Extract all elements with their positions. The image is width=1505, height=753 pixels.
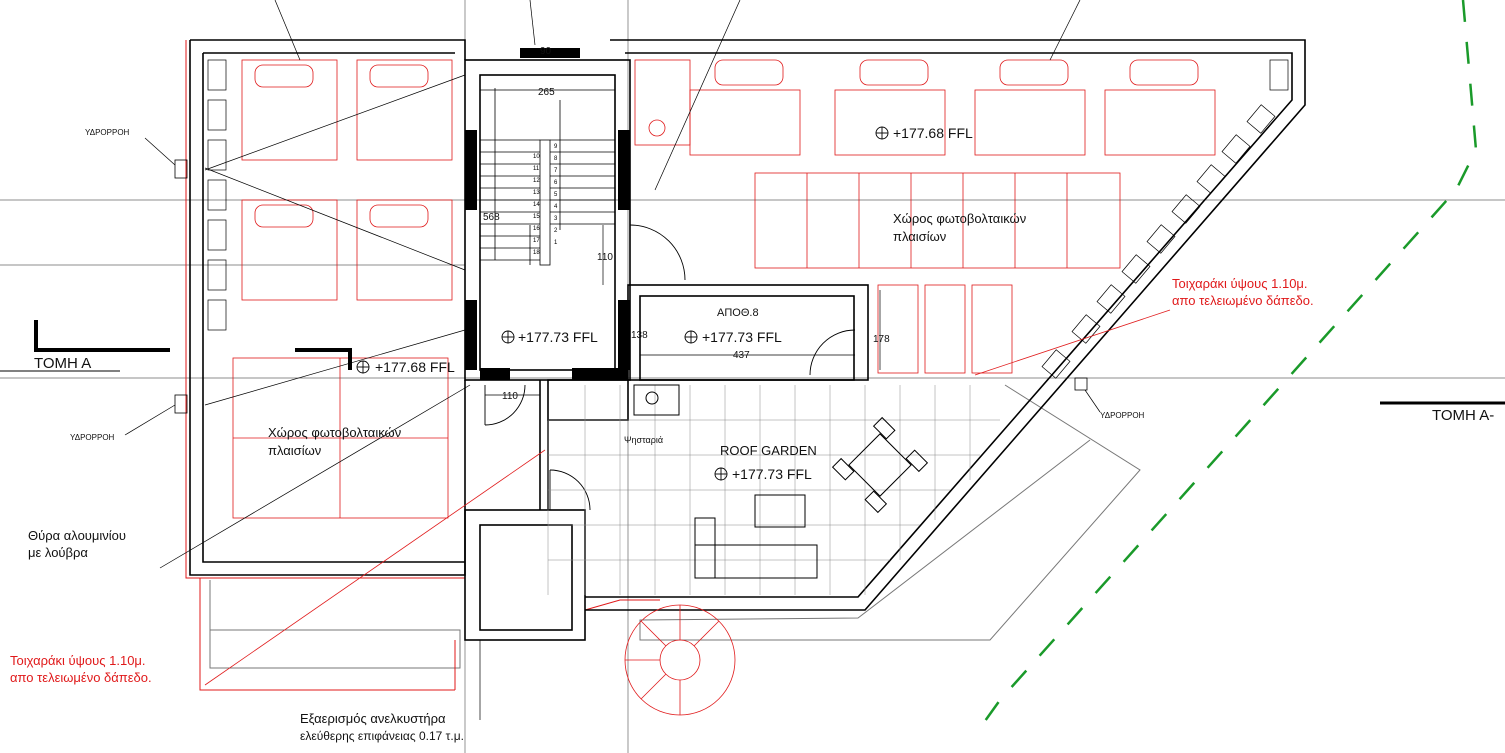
step-13: 3: [554, 216, 558, 222]
step-12: 15: [533, 214, 540, 220]
level-storage: +177.73 FFL: [702, 329, 782, 345]
staircase: [480, 88, 615, 266]
stair-step-numbers: 9 10 8 11 7 12 6 13 5 14 4 15 3 16 2 17 …: [533, 144, 558, 256]
section-label-left: ΤΟΜΗ Α: [34, 355, 91, 372]
parapet-walls: [185, 40, 660, 691]
step-7: 6: [554, 180, 558, 186]
section-markers: [0, 320, 1505, 405]
drain-label-mid: ΥΔΡΟΡΡΟΗ: [70, 433, 115, 442]
section-label-right: ΤΟΜΗ Α-: [1432, 407, 1494, 424]
parapet-note-left-2: απο τελειωμένο δάπεδο.: [10, 670, 152, 685]
room-labels: ΑΠΟΘ.8 ROOF GARDEN Χώρος φωτοβολταικών π…: [268, 211, 1026, 458]
solar-water-heaters: [241, 59, 1216, 301]
step-17: 1: [554, 240, 558, 246]
door-swings: [484, 224, 856, 511]
step-4: 11: [533, 166, 540, 172]
annotation-labels: ΥΔΡΟΡΡΟΗ ΥΔΡΟΡΡΟΗ ΥΔΡΟΡΡΟΗ Θύρα αλουμινί…: [10, 128, 1314, 743]
dim-90: 90: [540, 46, 552, 57]
dim-437: 437: [733, 350, 750, 361]
door-note-2: με λούβρα: [28, 545, 88, 560]
level-stair: +177.73 FFL: [518, 329, 598, 345]
level-garden: +177.73 FFL: [732, 466, 812, 482]
drains: [174, 159, 1088, 414]
property-boundary: [973, 0, 1478, 736]
step-14: 16: [533, 226, 540, 232]
solid-walls: [465, 48, 630, 380]
vent-note-2: ελεύθερης επιφάνειας 0.17 τ.μ.: [300, 729, 464, 743]
section-labels: ΤΟΜΗ Α ΤΟΜΗ Α-: [34, 355, 1494, 424]
step-10: 14: [533, 202, 540, 208]
garden-tiles: [547, 385, 1000, 595]
drain-label-top: ΥΔΡΟΡΡΟΗ: [85, 128, 130, 137]
spiral-stair: [624, 604, 736, 716]
vent-note-1: Εξαερισμός ανελκυστήρα: [300, 711, 446, 726]
exterior-walls: [189, 39, 1306, 641]
step-16: 17: [533, 238, 540, 244]
pv-panels: [232, 59, 1121, 519]
parapet-note-right-1: Τοιχαράκι ύψους 1.10μ.: [1172, 276, 1308, 291]
dimension-labels: 90 265 568 110 138 437 178 110: [483, 46, 890, 402]
dim-265: 265: [538, 87, 555, 98]
garden-furniture: [633, 384, 929, 579]
step-6: 12: [533, 178, 540, 184]
level-roof-right: +177.68 FFL: [893, 125, 973, 141]
step-3: 8: [554, 156, 558, 162]
dim-110-lobby: 110: [502, 391, 518, 402]
pv-right-label-2: πλαισίων: [893, 229, 946, 244]
pv-right-label-1: Χώρος φωτοβολταικών: [893, 211, 1026, 226]
step-1: 9: [554, 144, 558, 150]
dim-568: 568: [483, 212, 500, 223]
step-11: 4: [554, 204, 558, 210]
door-note-1: Θύρα αλουμινίου: [28, 528, 126, 543]
drain-label-right: ΥΔΡΟΡΡΟΗ: [1100, 411, 1145, 420]
step-5: 7: [554, 168, 558, 174]
balcony-outline: [209, 384, 1141, 669]
pv-left-label-1: Χώρος φωτοβολταικών: [268, 425, 401, 440]
dim-178: 178: [873, 334, 890, 345]
room-storage: ΑΠΟΘ.8: [717, 307, 759, 319]
ac-units: [207, 59, 1289, 379]
parapet-note-right-2: απο τελειωμένο δάπεδο.: [1172, 293, 1314, 308]
level-labels: +177.73 FFL +177.73 FFL +177.68 FFL +177…: [375, 125, 973, 482]
level-roof-left: +177.68 FFL: [375, 359, 455, 375]
dim-110-door: 110: [597, 252, 613, 263]
step-8: 13: [533, 190, 540, 196]
leader-lines: [124, 0, 1101, 720]
room-garden: ROOF GARDEN: [720, 443, 817, 458]
step-9: 5: [554, 192, 558, 198]
dimension-lines: [479, 49, 881, 396]
parapet-note-left-1: Τοιχαράκι ύψους 1.10μ.: [10, 653, 146, 668]
step-15: 2: [554, 228, 558, 234]
pv-left-label-2: πλαισίων: [268, 443, 321, 458]
step-18: 18: [533, 250, 540, 256]
red-leader-lines: [204, 309, 1171, 686]
step-2: 10: [533, 154, 540, 160]
dim-138: 138: [631, 330, 648, 341]
bbq-label: Ψησταριά: [624, 435, 663, 445]
level-markers: [356, 126, 889, 481]
